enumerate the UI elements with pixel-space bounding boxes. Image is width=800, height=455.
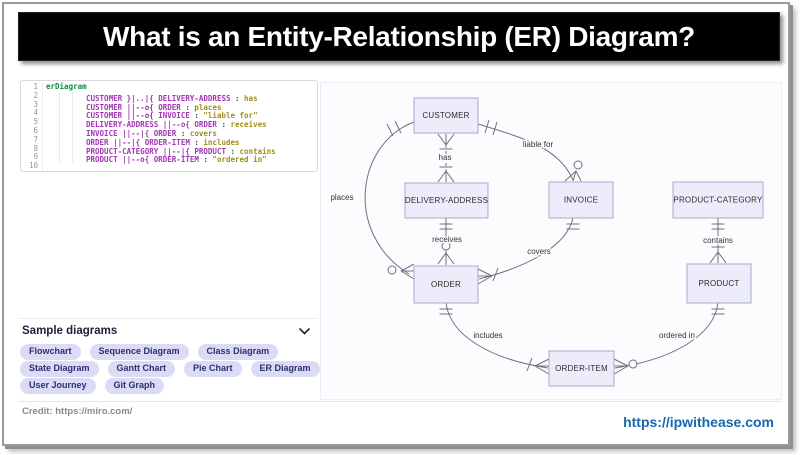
code-line-8: 8 PRODUCT-CATEGORY ||--|{ PRODUCT : conta… xyxy=(21,144,317,156)
code-token: CUSTOMER ||--o{ INVOICE xyxy=(86,111,190,121)
code-token: includes xyxy=(203,137,240,147)
edge-ordered-in: ordered in xyxy=(613,302,725,375)
chips-row-3: User Journey Git Graph xyxy=(20,378,165,394)
edge-label: covers xyxy=(527,247,551,256)
chip-user-journey[interactable]: User Journey xyxy=(20,378,96,394)
footer-divider xyxy=(18,401,782,402)
line-number: 8 xyxy=(21,144,43,154)
line-number: 7 xyxy=(21,135,43,145)
entity-invoice: INVOICE xyxy=(548,181,614,219)
edge-label: receives xyxy=(432,235,462,244)
code-line-7: 7 ORDER ||--|{ ORDER-ITEM : includes xyxy=(21,135,317,147)
code-token: CUSTOMER }|..|{ DELIVERY-ADDRESS xyxy=(86,93,231,103)
code-token: has xyxy=(244,93,258,103)
chip-state-diagram[interactable]: State Diagram xyxy=(20,361,99,377)
edge-has: has xyxy=(437,133,455,183)
edge-label: ordered in xyxy=(659,331,695,340)
code-token: CUSTOMER ||--o{ ORDER xyxy=(86,102,181,112)
code-token: "liable for" xyxy=(203,111,258,121)
entity-label: ORDER-ITEM xyxy=(555,364,608,373)
page-title: What is an Entity-Relationship (ER) Diag… xyxy=(103,20,695,52)
line-number: 3 xyxy=(21,100,43,110)
edge-places: places xyxy=(329,120,415,280)
code-line-9: 9 PRODUCT ||--o{ ORDER-ITEM : "ordered in… xyxy=(21,153,317,165)
edge-label: liable for xyxy=(523,140,554,149)
edge-receives: receives xyxy=(431,218,463,265)
line-number: 2 xyxy=(21,91,43,101)
line-number: 6 xyxy=(21,126,43,136)
code-token: : xyxy=(230,93,245,103)
sample-diagrams-header[interactable]: Sample diagrams xyxy=(22,325,310,337)
title-banner: What is an Entity-Relationship (ER) Diag… xyxy=(18,12,780,61)
entity-label: PRODUCT-CATEGORY xyxy=(673,196,763,205)
edge-label: places xyxy=(330,193,353,202)
code-line-10: 10 xyxy=(21,161,317,171)
code-token: DELIVERY-ADDRESS ||--o{ ORDER xyxy=(86,119,217,129)
entity-label: ORDER xyxy=(431,280,461,289)
code-token: covers xyxy=(189,128,217,138)
code-token: : xyxy=(176,128,190,138)
chip-class-diagram[interactable]: Class Diagram xyxy=(197,344,279,360)
code-token: places xyxy=(194,102,222,112)
line-number: 9 xyxy=(21,153,43,163)
code-token: : xyxy=(189,111,204,121)
entity-order-item: ORDER-ITEM xyxy=(548,350,615,387)
chip-git-graph[interactable]: Git Graph xyxy=(104,378,165,394)
chips-row-2: State Diagram Gantt Chart Pie Chart ER Diag… xyxy=(20,361,320,377)
code-token: : xyxy=(216,119,231,129)
line-number: 1 xyxy=(21,82,43,92)
edge-covers: covers xyxy=(477,217,580,285)
entity-delivery-address: DELIVERY-ADDRESS xyxy=(404,182,489,219)
edge-label: contains xyxy=(703,236,733,245)
entity-product: PRODUCT xyxy=(686,263,752,304)
code-line-4: 4 CUSTOMER ||--o{ INVOICE : "liable for" xyxy=(21,109,317,121)
er-diagram-svg: has places liable for receives covers include… xyxy=(329,97,764,387)
sample-diagrams-title: Sample diagrams xyxy=(22,325,118,337)
code-line-5: 5 DELIVERY-ADDRESS ||--o{ ORDER : receive… xyxy=(21,117,317,129)
er-diagram-canvas: has places liable for receives covers include… xyxy=(320,82,782,400)
line-number: 10 xyxy=(21,161,43,171)
code-token: PRODUCT-CATEGORY ||--|{ PRODUCT xyxy=(86,146,226,156)
code-token: "ordered in" xyxy=(212,155,267,165)
entity-customer: CUSTOMER xyxy=(413,97,479,134)
site-url[interactable]: https://ipwithease.com xyxy=(623,414,774,430)
edge-label: has xyxy=(439,153,452,162)
code-token: : xyxy=(198,155,213,165)
code-token: receives xyxy=(230,119,267,129)
code-line-6: 6 INVOICE ||--|{ ORDER : covers xyxy=(21,126,317,138)
chip-pie-chart[interactable]: Pie Chart xyxy=(184,361,242,377)
entity-label: CUSTOMER xyxy=(422,111,469,120)
chip-er-diagram[interactable]: ER Diagram xyxy=(250,361,320,377)
chip-flowchart[interactable]: Flowchart xyxy=(20,344,81,360)
edge-contains: contains xyxy=(702,218,734,264)
code-token: INVOICE ||--|{ ORDER xyxy=(86,128,177,138)
code-token: erDiagram xyxy=(46,82,87,91)
entity-product-category: PRODUCT-CATEGORY xyxy=(672,181,764,219)
code-token: : xyxy=(189,137,204,147)
chip-sequence-diagram[interactable]: Sequence Diagram xyxy=(89,344,189,360)
code-token: : xyxy=(225,146,240,156)
edge-includes: includes xyxy=(439,302,550,375)
credit-text: Credit: https://miro.com/ xyxy=(22,406,133,417)
edge-label: includes xyxy=(473,331,502,340)
line-number: 4 xyxy=(21,109,43,119)
line-number: 5 xyxy=(21,117,43,127)
code-token: ORDER ||--|{ ORDER-ITEM xyxy=(86,137,190,147)
entity-label: DELIVERY-ADDRESS xyxy=(405,196,488,205)
entity-order: ORDER xyxy=(413,265,479,304)
code-token: : xyxy=(180,102,195,112)
chips-row-1: Flowchart Sequence Diagram Class Diagram xyxy=(20,344,279,360)
edge-liable-for: liable for xyxy=(477,119,583,182)
code-token: contains xyxy=(239,146,276,156)
code-token: PRODUCT ||--o{ ORDER-ITEM xyxy=(86,155,199,165)
code-line-2: 2 CUSTOMER }|..|{ DELIVERY-ADDRESS : has xyxy=(21,91,317,103)
chevron-down-icon[interactable] xyxy=(299,327,310,335)
chip-gantt-chart[interactable]: Gantt Chart xyxy=(107,361,176,377)
entity-label: PRODUCT xyxy=(699,279,740,288)
entity-label: INVOICE xyxy=(564,196,598,205)
sample-section-divider xyxy=(18,318,318,319)
code-line-3: 3 CUSTOMER ||--o{ ORDER : places xyxy=(21,100,317,112)
